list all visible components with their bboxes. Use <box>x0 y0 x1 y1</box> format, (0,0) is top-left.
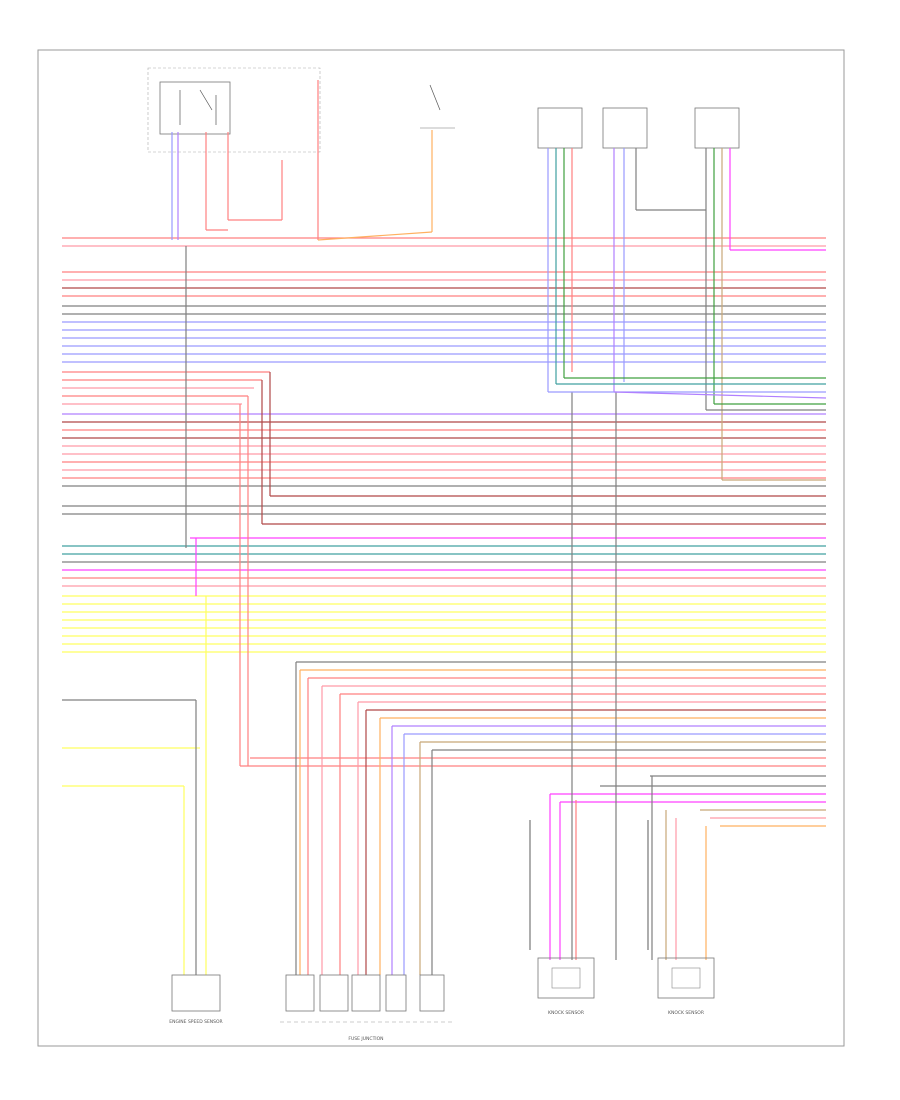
wire <box>317 231 433 241</box>
engine-speed-sensor: ENGINE SPEED SENSOR <box>169 974 223 1025</box>
sensor-connector-3 <box>694 107 740 149</box>
sensor-connector-1 <box>537 107 583 149</box>
sensor-connector-2 <box>602 107 648 149</box>
relay-module <box>147 67 321 153</box>
riser-wires <box>171 80 827 975</box>
fuse-junction: FUSE JUNCTION <box>280 974 452 1042</box>
diagram-frame <box>37 49 845 1047</box>
engine-speed-label: ENGINE SPEED SENSOR <box>169 1019 222 1025</box>
knock-sensor-left: KNOCK SENSOR <box>537 957 595 1016</box>
wire <box>613 391 827 399</box>
knock-sensor-right: KNOCK SENSOR <box>657 957 715 1016</box>
inertia-switch <box>420 84 455 129</box>
knock-sensor-left-label: KNOCK SENSOR <box>548 1010 584 1016</box>
bus-lines <box>62 237 826 827</box>
fuse-junction-label: FUSE JUNCTION <box>348 1036 383 1042</box>
knock-sensor-right-label: KNOCK SENSOR <box>668 1010 704 1016</box>
